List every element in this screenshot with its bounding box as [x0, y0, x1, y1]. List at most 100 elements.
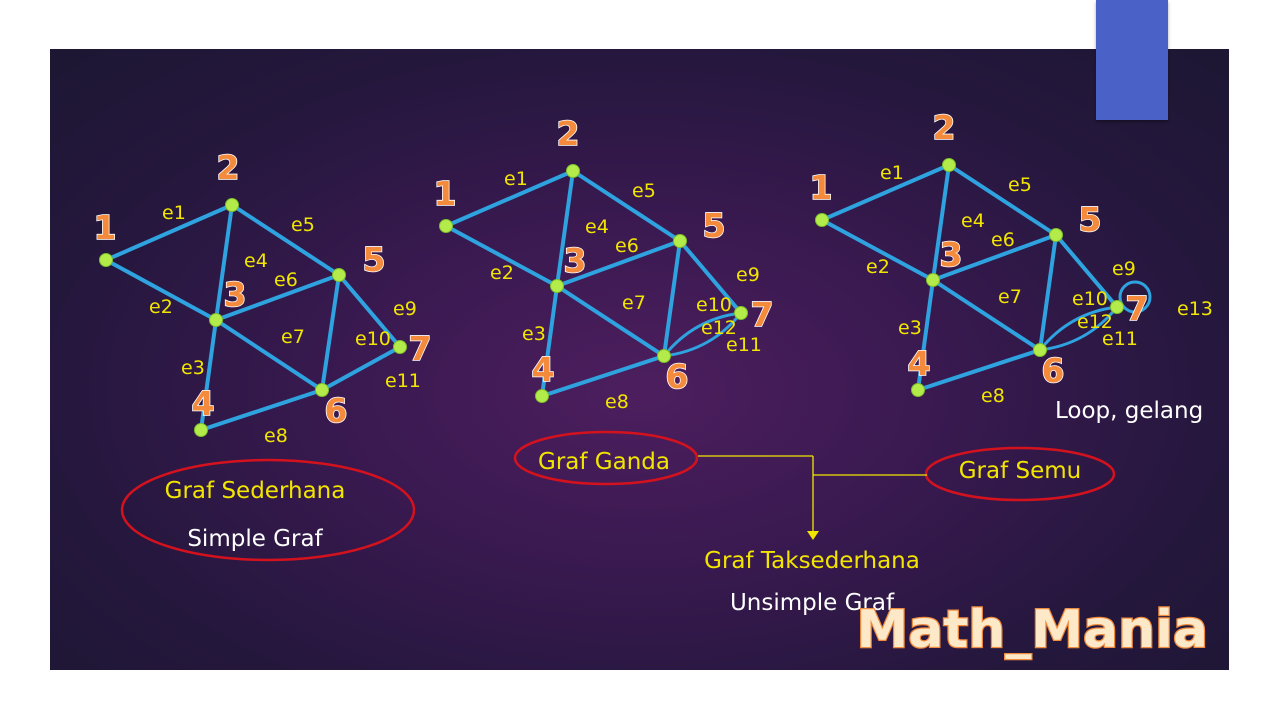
edge-label-e9: e9 — [736, 264, 760, 286]
labels-layer: e1e2e3e4e5e6e7e8e9e10e111234567e1e2e3e4e… — [93, 107, 1213, 447]
edge-e12 — [662, 311, 742, 357]
vertex-6 — [657, 349, 671, 363]
edge-label-e6: e6 — [991, 229, 1015, 251]
vertex-3 — [209, 313, 223, 327]
edge-e4 — [931, 163, 951, 282]
group-subcaption: Unsimple Graf — [730, 590, 895, 616]
edge-e9 — [1054, 233, 1119, 309]
vertex-4 — [535, 389, 549, 403]
vertex-label-1: 1 — [434, 174, 457, 213]
edge-e2 — [820, 218, 935, 282]
multi-graph-edges — [444, 169, 743, 398]
loop-note: Loop, gelang — [1055, 398, 1203, 424]
vertex-7 — [734, 306, 748, 320]
multigraph-ellipse — [513, 430, 699, 486]
vertex-label-2: 2 — [933, 108, 956, 147]
vertex-label-7: 7 — [751, 295, 774, 334]
edge-label-e9: e9 — [1112, 258, 1136, 280]
edge-label-e11: e11 — [726, 334, 762, 356]
edge-e4 — [214, 203, 234, 322]
vertex-label-2: 2 — [217, 148, 240, 187]
edge-e7 — [555, 284, 666, 358]
multi-graph-vertices — [439, 164, 748, 403]
simple-graph-ellipse — [120, 458, 416, 562]
edge-label-e3: e3 — [522, 323, 546, 345]
edge-label-e1: e1 — [880, 162, 904, 184]
edge-label-e12: e12 — [1077, 311, 1113, 333]
edge-e9 — [337, 273, 402, 349]
vertex-1 — [439, 219, 453, 233]
pseudo-graph-edges — [820, 163, 1152, 392]
edge-label-e11: e11 — [1102, 328, 1138, 350]
edge-e13 — [1118, 280, 1152, 314]
vertex-7 — [393, 340, 407, 354]
graph-diagram: e1e2e3e4e5e6e7e8e9e10e111234567e1e2e3e4e… — [93, 107, 1213, 661]
edge-e7 — [214, 318, 324, 392]
group-caption: Graf Taksederhana — [704, 548, 920, 574]
edge-e3 — [916, 278, 935, 392]
edge-label-e7: e7 — [281, 326, 305, 348]
edge-e2 — [104, 258, 218, 322]
vertex-label-3: 3 — [564, 241, 587, 280]
edge-label-e3: e3 — [898, 317, 922, 339]
vertex-5 — [332, 268, 346, 282]
edge-e9 — [678, 239, 743, 315]
edge-label-e5: e5 — [291, 214, 315, 236]
edge-e5 — [947, 163, 1058, 237]
edge-label-e6: e6 — [615, 235, 639, 257]
edge-label-e9: e9 — [393, 298, 417, 320]
vertex-label-2: 2 — [557, 114, 580, 153]
edge-label-e8: e8 — [981, 385, 1005, 407]
simple-graph-caption: Graf Sederhana — [165, 478, 346, 504]
edge-label-e12: e12 — [701, 317, 737, 339]
edge-e10 — [662, 239, 682, 358]
edge-e5 — [571, 169, 682, 243]
edge-label-e1: e1 — [504, 168, 528, 190]
edge-label-e4: e4 — [585, 216, 609, 238]
vertex-label-3: 3 — [940, 235, 963, 274]
edge-e11 — [663, 312, 743, 358]
edge-label-e13: e13 — [1177, 298, 1213, 320]
edge-label-e10: e10 — [696, 294, 732, 316]
vertex-label-6: 6 — [666, 357, 689, 396]
edge-e12 — [1038, 305, 1118, 351]
vertex-5 — [673, 234, 687, 248]
edge-label-e11: e11 — [385, 370, 421, 392]
corner-tab — [1096, 0, 1168, 120]
simple-graph-edges — [104, 203, 402, 432]
edge-label-e1: e1 — [162, 202, 186, 224]
vertex-2 — [225, 198, 239, 212]
edge-label-e4: e4 — [244, 250, 268, 272]
vertex-5 — [1049, 228, 1063, 242]
edge-label-e6: e6 — [274, 269, 298, 291]
vertex-label-1: 1 — [810, 168, 833, 207]
edge-e11 — [1039, 306, 1119, 352]
edge-label-e5: e5 — [1008, 174, 1032, 196]
edge-e2 — [444, 224, 559, 288]
edge-e6 — [555, 239, 682, 288]
vertex-label-5: 5 — [703, 206, 726, 245]
edge-e6 — [214, 273, 341, 322]
edge-e1 — [444, 169, 575, 228]
pseudograph-caption: Graf Semu — [959, 458, 1082, 484]
vertex-label-6: 6 — [1042, 351, 1065, 390]
edge-e8 — [916, 348, 1042, 392]
vertex-1 — [815, 213, 829, 227]
edge-e3 — [199, 318, 218, 432]
edge-e1 — [820, 163, 951, 222]
edge-e11 — [320, 345, 402, 392]
edge-label-e8: e8 — [264, 425, 288, 447]
edge-label-e7: e7 — [622, 292, 646, 314]
vertex-label-4: 4 — [908, 344, 931, 383]
vertex-3 — [550, 279, 564, 293]
edge-e6 — [931, 233, 1058, 282]
edge-label-e3: e3 — [181, 357, 205, 379]
edge-e5 — [230, 203, 341, 277]
vertex-2 — [942, 158, 956, 172]
edge-label-e5: e5 — [632, 180, 656, 202]
vertices-layer — [99, 158, 1124, 437]
